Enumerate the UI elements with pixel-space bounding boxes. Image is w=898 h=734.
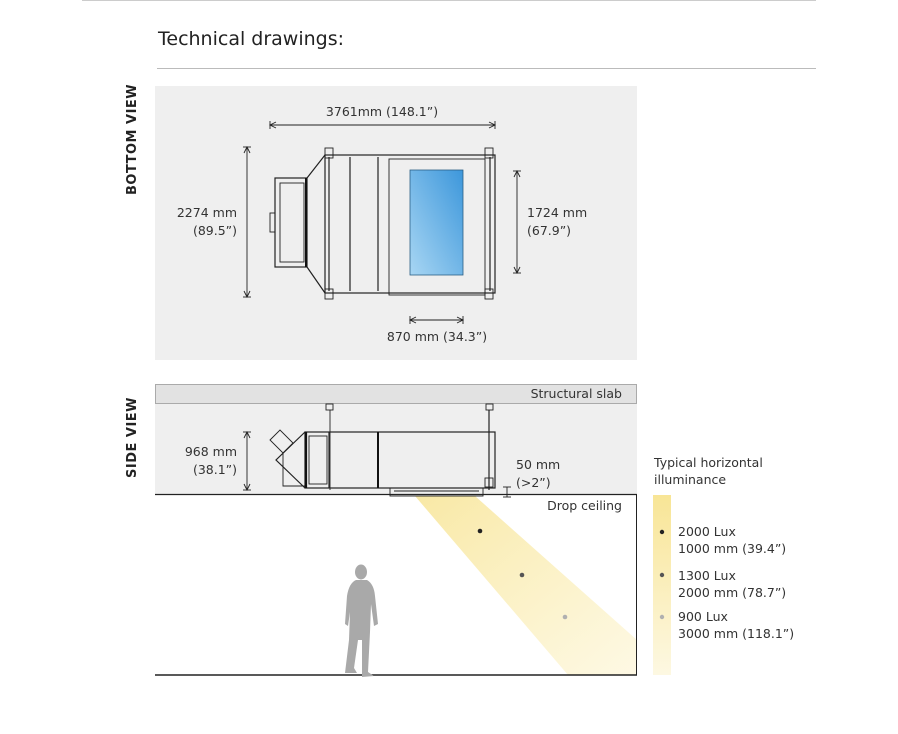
height-dim-mm: 968 mm [185, 444, 237, 459]
height-dim-in: (38.1”) [193, 462, 237, 477]
legend-lux: 1300 Lux [678, 568, 736, 583]
width-dim-in: (89.5”) [193, 223, 237, 238]
legend-title-line2: illuminance [654, 472, 726, 487]
width-dimension [243, 145, 251, 299]
light-beam [415, 496, 637, 675]
legend-lux: 900 Lux [678, 609, 728, 624]
legend-dot [659, 572, 665, 578]
legend-lux: 2000 Lux [678, 524, 736, 539]
section-title: Technical drawings: [157, 28, 344, 50]
legend-dot [659, 614, 665, 620]
measure-point-1000mm [477, 528, 483, 534]
gap-dimension [503, 486, 511, 498]
window-dim-label: 870 mm (34.3”) [387, 329, 487, 344]
legend-item: 900 Lux 3000 mm (118.1”) [659, 609, 794, 641]
plenum-space [155, 404, 637, 494]
legend-title-line1: Typical horizontal [653, 455, 763, 470]
width-dim-mm: 2274 mm [177, 205, 237, 220]
legend-item: 2000 Lux 1000 mm (39.4”) [659, 524, 786, 556]
person-silhouette-icon [345, 564, 378, 677]
slab-label: Structural slab [531, 386, 622, 401]
legend-distance: 2000 mm (78.7”) [678, 585, 786, 600]
window-glass [409, 169, 464, 276]
length-dim-label: 3761mm (148.1”) [326, 104, 438, 119]
gap-dim-in: (>2”) [516, 475, 551, 490]
side-view-label: SIDE VIEW [125, 397, 140, 478]
measure-point-2000mm [519, 572, 525, 578]
gap-dim-mm: 50 mm [516, 457, 560, 472]
length-dimension [268, 121, 497, 129]
height-dimension [243, 430, 251, 492]
panel-dim-mm: 1724 mm [527, 205, 587, 220]
unit-bottom-drawing [269, 147, 496, 300]
panel-dim-in: (67.9”) [527, 223, 571, 238]
measure-point-3000mm [562, 614, 568, 620]
structural-slab [155, 384, 637, 404]
legend-distance: 1000 mm (39.4”) [678, 541, 786, 556]
illuminance-gradient-bar [653, 495, 671, 675]
bottom-view-label: BOTTOM VIEW [125, 84, 140, 195]
legend-dot [659, 529, 665, 535]
unit-side-drawing [269, 403, 496, 497]
ceiling-label: Drop ceiling [547, 498, 622, 513]
bottom-view-panel [155, 86, 637, 360]
panel-dimension [513, 169, 521, 275]
legend-item: 1300 Lux 2000 mm (78.7”) [659, 568, 786, 600]
window-dimension [408, 316, 465, 324]
legend-distance: 3000 mm (118.1”) [678, 626, 794, 641]
